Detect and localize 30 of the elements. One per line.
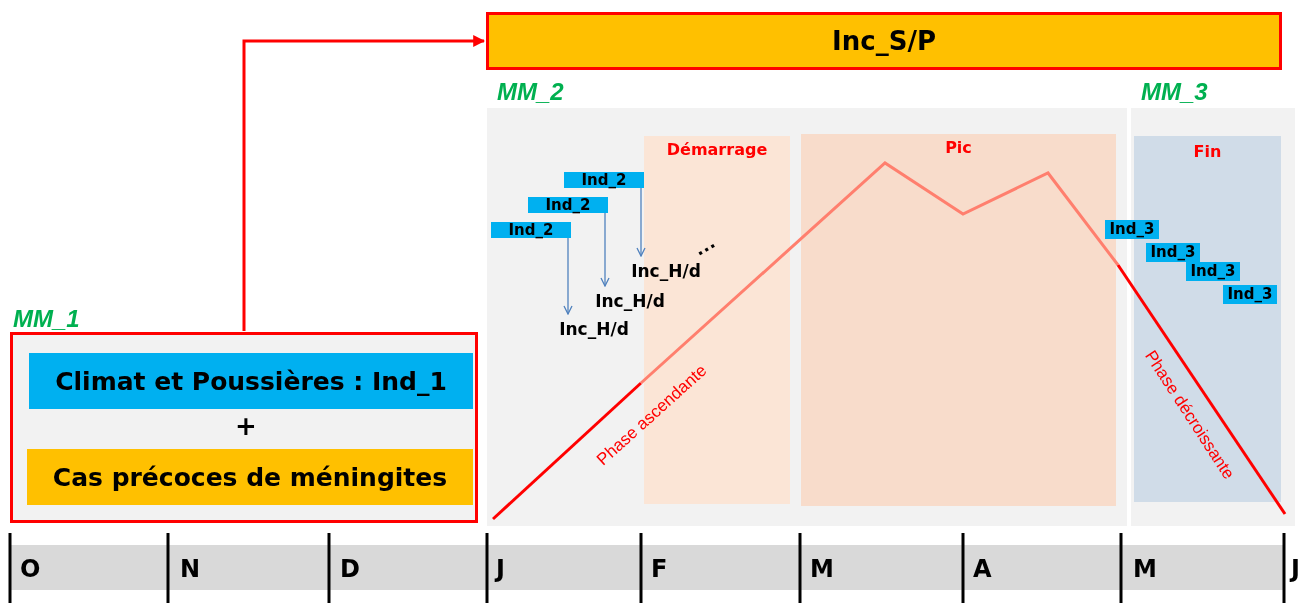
month-label: A bbox=[973, 555, 992, 583]
month-label: J bbox=[496, 555, 505, 583]
month-label: D bbox=[340, 555, 360, 583]
group-heading: MM_1 bbox=[13, 305, 80, 333]
indicator-tag: Ind_3 bbox=[1105, 220, 1159, 239]
arrow bbox=[600, 212, 610, 287]
month-label: J bbox=[1291, 555, 1300, 583]
group-heading: MM_2 bbox=[497, 78, 564, 106]
arrow bbox=[563, 237, 573, 315]
month-label: M bbox=[1133, 555, 1157, 583]
indicator-tag: Ind_2 bbox=[491, 222, 571, 238]
month-label: F bbox=[651, 555, 668, 583]
indicator-tag: Ind_3 bbox=[1146, 243, 1200, 262]
arrow bbox=[636, 187, 646, 257]
month-label: M bbox=[810, 555, 834, 583]
indicator-tag: Ind_2 bbox=[564, 172, 644, 188]
indicator-tag: Ind_3 bbox=[1223, 285, 1277, 304]
plus-sign: + bbox=[235, 411, 257, 441]
group-heading: MM_3 bbox=[1141, 78, 1208, 106]
month-label: N bbox=[180, 555, 201, 583]
arrow bbox=[242, 35, 486, 331]
output-bar: Inc_S/P bbox=[486, 12, 1282, 70]
indicator-box: Cas précoces de méningites bbox=[27, 449, 473, 505]
indicator-tag: Ind_3 bbox=[1186, 262, 1240, 281]
month-label: O bbox=[20, 555, 41, 583]
phase-heading: Fin bbox=[1192, 142, 1223, 161]
indicator-box: Climat et Poussières : Ind_1 bbox=[29, 353, 473, 409]
indicator-tag: Ind_2 bbox=[528, 197, 608, 213]
incidence-label: Inc_H/d bbox=[556, 314, 632, 344]
incidence-label: Inc_H/d bbox=[592, 286, 668, 316]
